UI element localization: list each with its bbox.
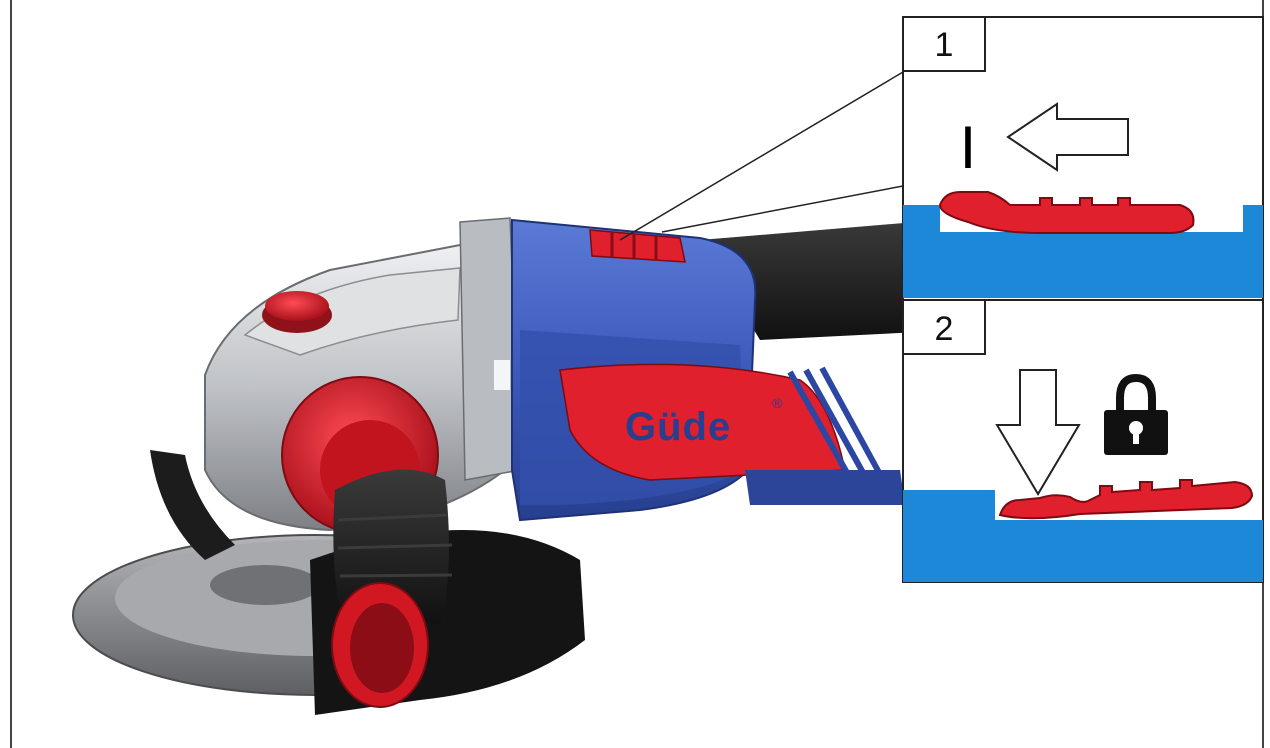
callout-line-top: [619, 71, 904, 241]
grinder-rear-handle: [700, 220, 960, 340]
step-1-label-box: [902, 16, 986, 72]
brand-logo: Güde: [625, 405, 731, 449]
step-1-number: 1: [935, 26, 954, 64]
angle-grinder: Güde ®: [72, 217, 960, 715]
step-2-number: 2: [935, 310, 954, 348]
padlock-icon: [1104, 373, 1168, 455]
switch-slider-locked: [998, 479, 1254, 520]
disc-flange: [210, 565, 320, 605]
spindle-lock-button: [265, 291, 329, 321]
step-2-panel: 2: [902, 299, 1263, 582]
on-symbol: I: [960, 114, 977, 181]
arrow-left-icon: [1006, 102, 1129, 172]
motor-housing-rear: [745, 470, 905, 505]
slide-switch: [589, 229, 686, 263]
arrow-down-icon: [995, 369, 1081, 496]
switch-housing-2: [903, 490, 1263, 582]
side-handle-end-hole: [350, 603, 414, 693]
side-handle: [281, 376, 453, 708]
step-1-panel: 1 I: [902, 16, 1263, 298]
collar-vent: [494, 360, 510, 390]
logo-stripes: [787, 366, 885, 480]
switch-housing-1: [903, 205, 1263, 298]
logo-panel: [559, 363, 846, 481]
guard-clamp: [150, 450, 235, 560]
step-2-label-box: [902, 299, 986, 355]
detail-inset: 1 I 2: [902, 16, 1264, 583]
registered-mark: ®: [772, 395, 783, 411]
switch-slider-unlocked: [938, 191, 1195, 234]
callout-line-bottom: [661, 185, 904, 233]
